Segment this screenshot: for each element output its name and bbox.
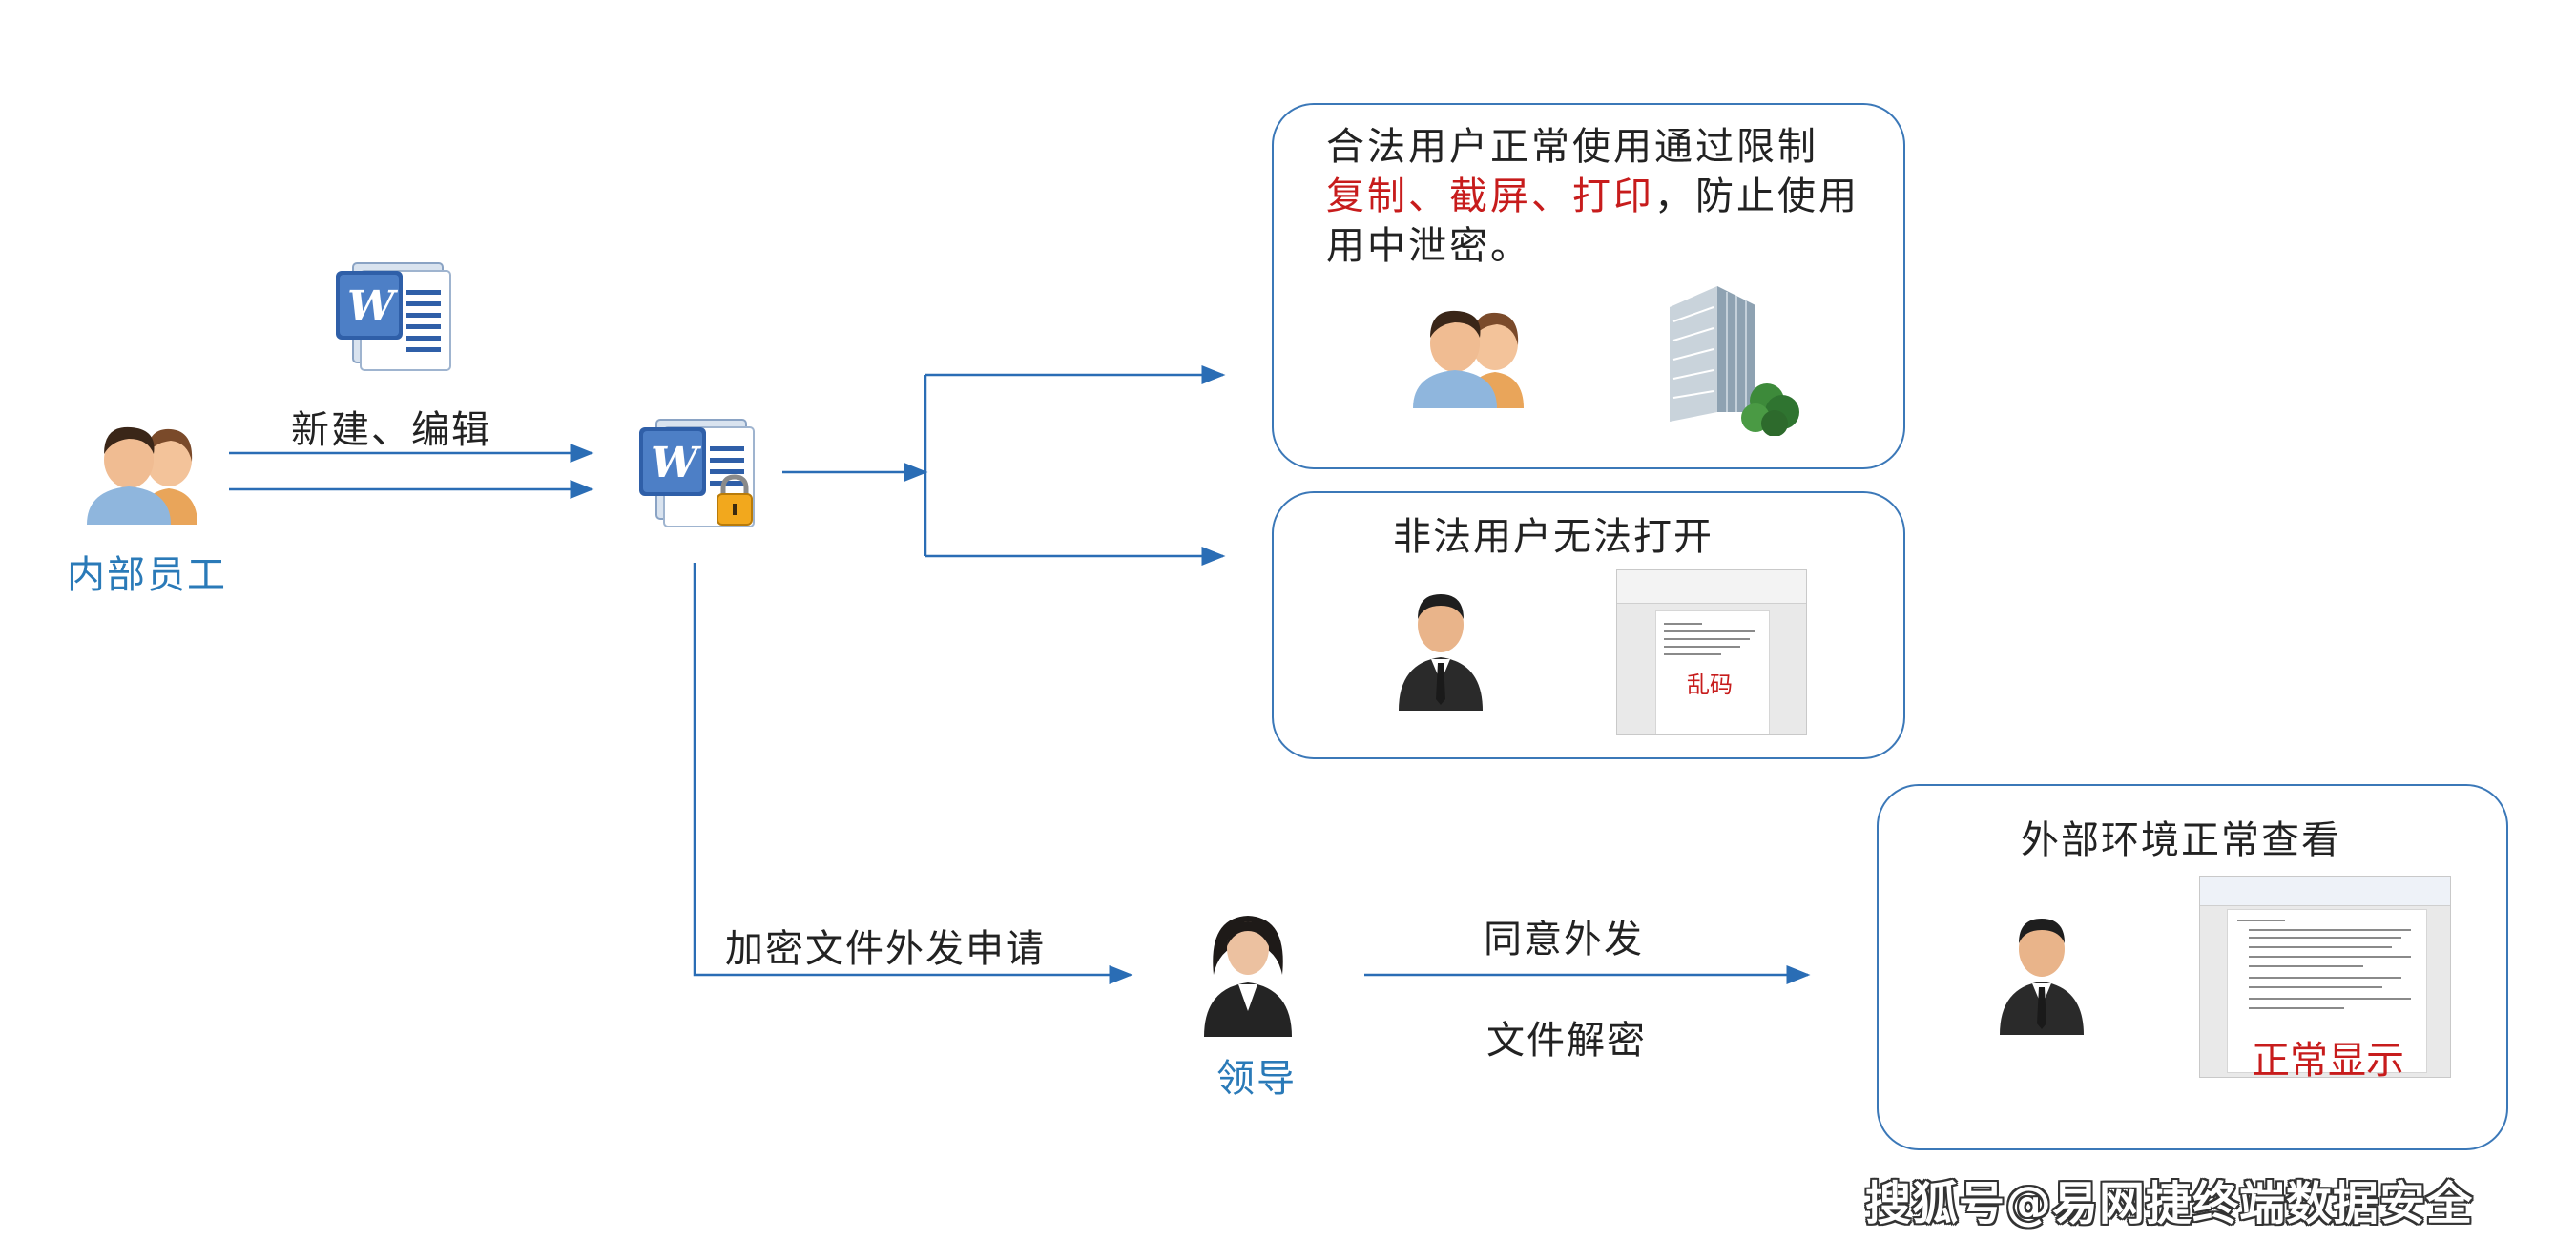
svg-text:W: W: [347, 282, 399, 331]
leader-icon: [1204, 916, 1292, 1037]
normal-display-label: 正常显示: [2252, 1039, 2404, 1083]
ribbon: [1617, 570, 1806, 604]
svg-text:W: W: [651, 439, 702, 487]
request-path: [693, 563, 1133, 984]
person-icon: [2000, 919, 2084, 1035]
building-icon: [1670, 286, 1799, 436]
leader-label: 领导: [1216, 1057, 1297, 1101]
watermark: 搜狐号@易网捷终端数据安全: [1865, 1177, 2474, 1230]
create-edit-label: 新建、编辑: [291, 408, 491, 452]
legal-users-box: [1272, 103, 1905, 469]
legal-line-1: 合法用户正常使用通过限制: [1326, 125, 1818, 169]
external-view-title: 外部环境正常查看: [2021, 818, 2341, 862]
garbled-document-thumbnail: 乱码: [1616, 569, 1807, 735]
legal-users-text: 合法用户正常使用通过限制 复制、截屏、打印，防止使用 用中泄密。: [1326, 122, 1859, 271]
legal-line-3: 用中泄密。: [1326, 224, 1531, 268]
normal-document-thumbnail: 正常显示: [2199, 876, 2451, 1083]
legal-line-2-tail: ，防止使用: [1654, 175, 1859, 218]
garbled-label: 乱码: [1687, 672, 1733, 698]
restricted-actions-text: 复制、截屏、打印: [1326, 175, 1654, 218]
encrypted-document-icon: W: [639, 419, 755, 527]
request-label: 加密文件外发申请: [725, 927, 1046, 971]
person-icon: [1399, 594, 1483, 711]
word-document-icon: W: [336, 262, 451, 371]
users-icon: [1413, 310, 1524, 408]
staff-label: 内部员工: [67, 553, 227, 597]
illegal-users-title: 非法用户无法打开: [1393, 515, 1714, 559]
decrypt-label: 文件解密: [1486, 1019, 1647, 1063]
agree-label: 同意外发: [1484, 918, 1644, 961]
users-icon: [87, 426, 197, 525]
document-page: [2227, 909, 2427, 1073]
legal-line-2: 复制、截屏、打印，防止使用: [1326, 172, 1859, 221]
ribbon: [2200, 877, 2450, 906]
document-page: [1655, 610, 1770, 734]
